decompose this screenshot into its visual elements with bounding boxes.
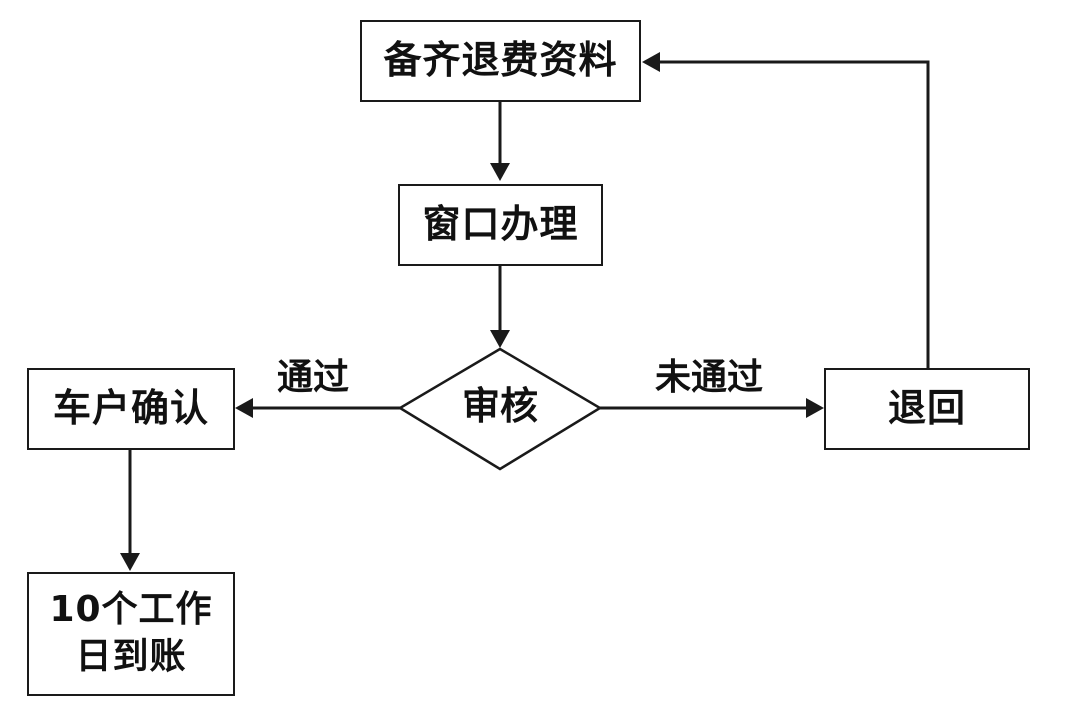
prepare-docs-label: 备齐退费资料 <box>383 38 618 83</box>
arrowhead-prepare-to-window <box>490 163 510 181</box>
return-label: 退回 <box>887 386 966 431</box>
review-decision-diamond <box>397 347 603 471</box>
review-label: 审核 <box>461 384 538 428</box>
prepare-docs-node: 备齐退费资料 <box>360 20 641 102</box>
arrival-label-line1: 10个工作 <box>49 589 213 631</box>
owner-confirm-label: 车户确认 <box>52 386 209 431</box>
owner-confirm-node: 车户确认 <box>27 368 235 450</box>
arrival-node: 10个工作 日到账 <box>27 572 235 696</box>
arrowhead-confirm-to-arrival <box>120 553 140 571</box>
connector-return-to-prepare <box>660 60 930 368</box>
window-process-label: 窗口办理 <box>422 202 579 247</box>
window-process-node: 窗口办理 <box>398 184 603 266</box>
arrowhead-review-to-confirm <box>235 398 253 418</box>
fail-edge-label: 未通过 <box>655 357 764 398</box>
arrowhead-return-to-prepare <box>642 52 660 72</box>
pass-edge-label: 通过 <box>277 357 350 398</box>
arrowhead-review-to-return <box>806 398 824 418</box>
return-node: 退回 <box>824 368 1030 450</box>
arrival-label-line2: 日到账 <box>75 636 187 677</box>
arrowhead-window-to-review <box>490 330 510 348</box>
